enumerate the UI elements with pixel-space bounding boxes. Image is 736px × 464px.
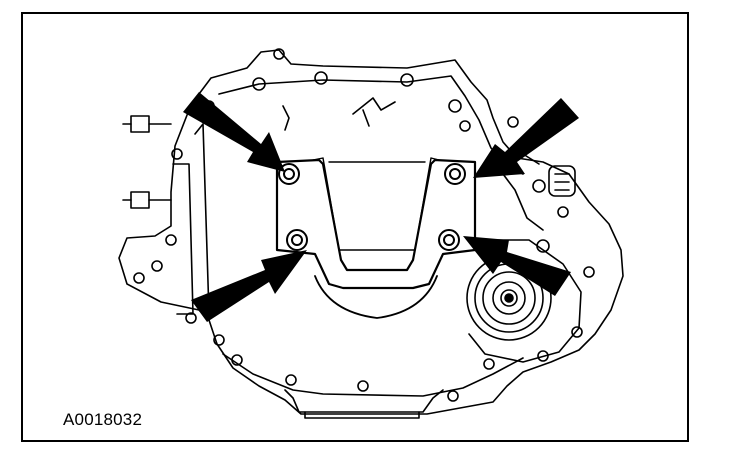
flange-bolt	[285, 374, 297, 386]
left-rib-2	[194, 123, 210, 315]
flange-bolt	[483, 358, 495, 370]
casting-rib	[282, 105, 290, 131]
flange-bolt	[151, 260, 163, 272]
flange-bolt	[273, 48, 285, 60]
flange-bolt	[571, 326, 583, 338]
casting-rib	[362, 109, 370, 127]
bracket-bolt-upper-right	[444, 163, 466, 185]
lower-flange	[222, 353, 524, 397]
flange-bolt	[357, 380, 369, 392]
flange-bolt	[185, 312, 197, 324]
cooler-fitting	[130, 191, 150, 209]
bracket-bolt-lower-right	[438, 229, 460, 251]
left-rib	[172, 163, 194, 315]
flange-bolt	[459, 120, 471, 132]
differential-disc	[466, 255, 552, 341]
flange-bolt	[447, 390, 459, 402]
flange-bolt	[532, 179, 546, 193]
flange-bolt	[133, 272, 145, 284]
oil-pan-lip	[304, 411, 420, 419]
illustration-frame: A0018032	[21, 12, 689, 442]
flange-bolt	[537, 350, 549, 362]
transmission-drawing	[118, 48, 624, 419]
right-casting	[496, 165, 544, 231]
flange-bolt	[252, 77, 266, 91]
flange-bolt	[171, 148, 183, 160]
flange-bolt	[231, 354, 243, 366]
flange-bolt	[448, 99, 462, 113]
casting-rib	[352, 97, 396, 115]
flange-bolt	[165, 234, 177, 246]
flange-bolt	[583, 266, 595, 278]
callout-arrow-upper-right	[473, 98, 579, 178]
flange-bolt	[536, 239, 550, 253]
pan-dome	[314, 275, 438, 319]
housing-outline	[118, 49, 624, 415]
speed-sensor	[548, 165, 576, 197]
bracket-bolt-upper-left	[278, 163, 300, 185]
flange-bolt	[400, 73, 414, 87]
bracket-bolt-lower-left	[286, 229, 308, 251]
figure-id-label: A0018032	[63, 410, 143, 429]
cover-bracket-inner	[312, 157, 440, 251]
cover-bracket	[275, 158, 477, 290]
callout-arrow-lower-right	[463, 236, 571, 296]
cooler-fitting	[130, 115, 150, 133]
flange-bolt	[557, 206, 569, 218]
oil-pan	[284, 389, 444, 413]
flange-bolt	[213, 334, 225, 346]
callout-arrow-upper-left	[183, 92, 285, 172]
differential-housing	[468, 239, 582, 363]
callout-arrow-lower-left	[191, 250, 307, 322]
flange-bolt	[507, 116, 519, 128]
flange-bolt	[314, 71, 328, 85]
